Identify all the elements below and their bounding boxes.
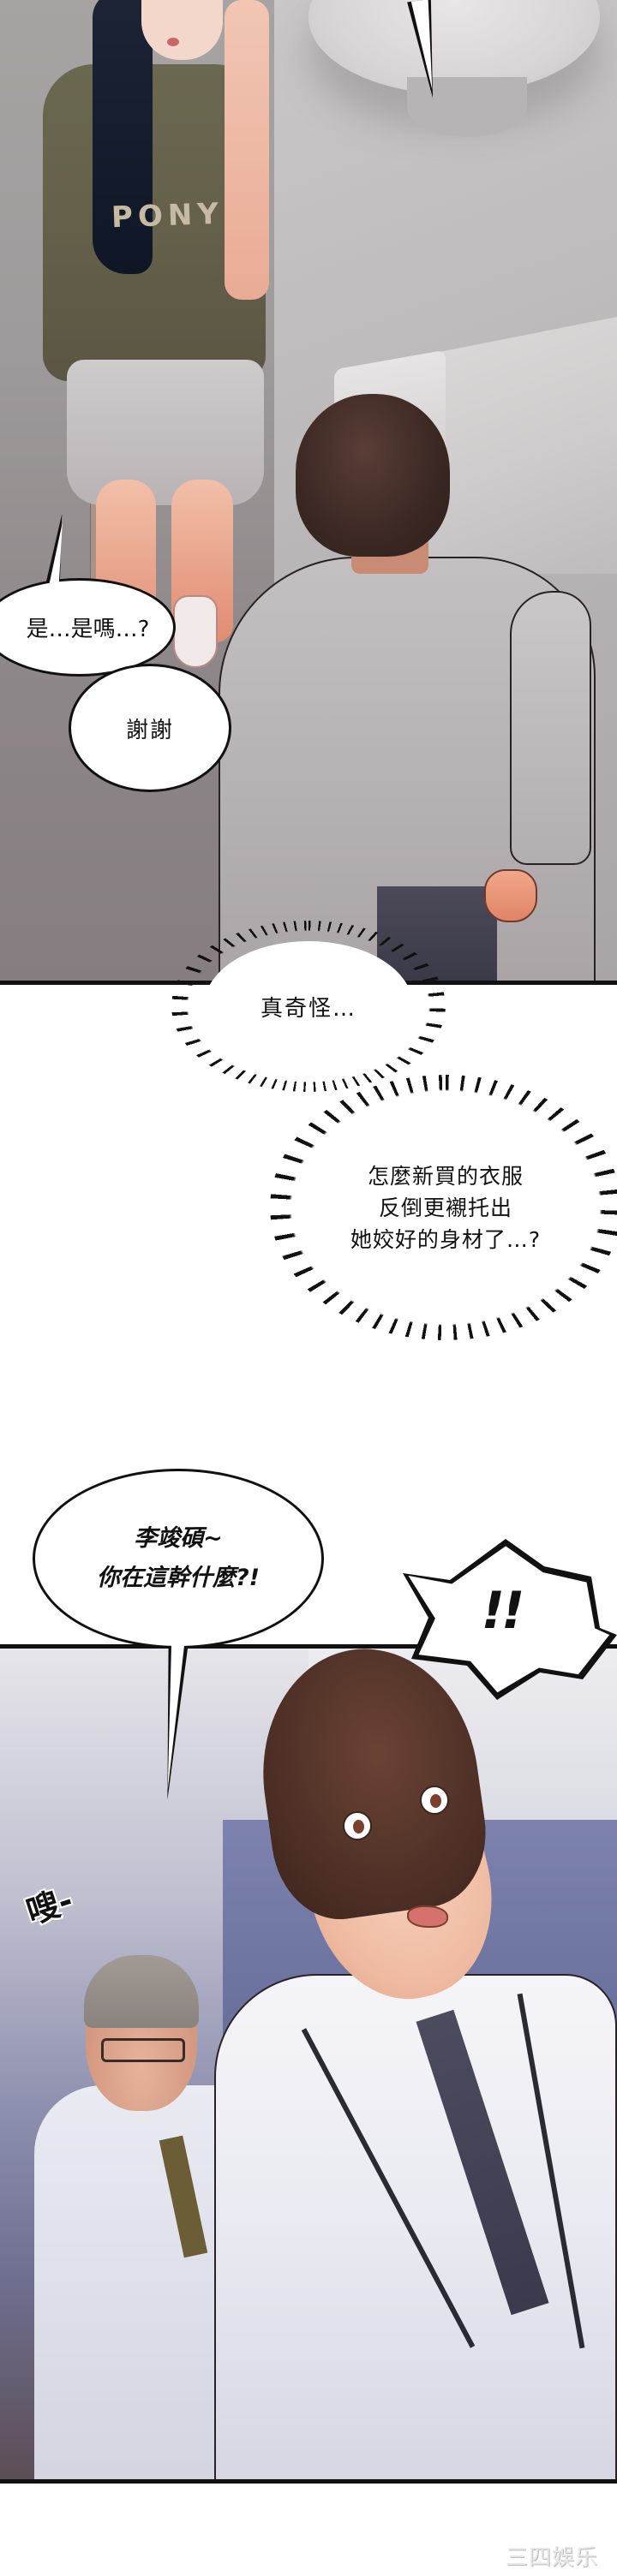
sneaker [173,595,218,668]
shirt-print: PONY [111,196,225,236]
eye [420,1786,449,1815]
thought-text: 怎麼新買的衣服 反倒更襯托出 她姣好的身材了…? [350,1160,541,1255]
thought-burst-1: 真奇怪… [171,921,446,1092]
thought-line: 反倒更襯托出 [378,1195,512,1220]
man-arm [510,591,591,865]
thought-line: 她姣好的身材了…? [350,1226,542,1252]
eye [343,1811,372,1840]
speech-text: 謝謝 [125,717,174,743]
man-fist [484,869,537,922]
woman-mouth [167,38,179,46]
thought-burst-2: 怎麼新買的衣服 反倒更襯托出 她姣好的身材了…? [270,1075,617,1340]
woman-hair [93,0,153,274]
exclamation-text: !! [481,1581,525,1641]
mouth [407,1905,448,1928]
young-man-shirt [214,1974,617,2479]
speech-bubble-3: 李竣碩~ 你在這幹什麼?! [33,1469,324,1649]
older-man-hair [84,1955,199,2028]
panel-1: PONY [0,0,617,985]
thought-text: 真奇怪… [260,995,356,1022]
woman-face [141,0,223,60]
speech-text: 是…是嗎…? [26,617,150,642]
speech-line: 李竣碩~ [134,1525,223,1552]
glasses [101,2038,185,2062]
woman-skirt [67,360,264,505]
woman-arm [225,0,269,300]
burst-fill [204,941,413,1071]
speech-line: 你在這幹什麼?! [97,1565,260,1591]
watermark: 三四娛乐 [505,2545,598,2571]
speech-bubble-2: 謝謝 [69,664,231,792]
burst-fill [312,1106,579,1309]
speech-text: 李竣碩~ 你在這幹什麼?! [97,1519,260,1598]
panel-2 [0,1644,617,2484]
table-base [407,77,527,137]
man-head [296,394,450,557]
thought-line: 怎麼新買的衣服 [367,1163,524,1189]
speech-bubble-1: 是…是嗎…? [0,578,176,677]
